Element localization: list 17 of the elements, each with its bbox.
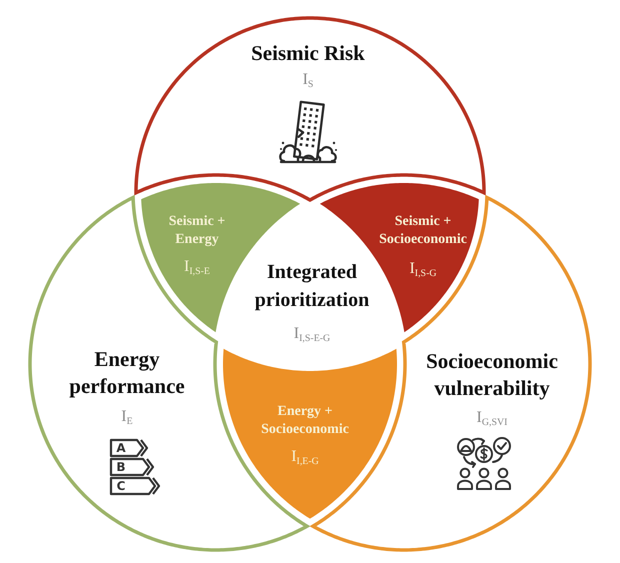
center-title: Integrated prioritization	[254, 260, 370, 313]
circle-title: Energy performance	[68, 346, 186, 400]
index-symbol: I$_{E}$	[120, 407, 134, 427]
index-symbol: I$_{I,S-E-G}$	[292, 324, 332, 344]
rating-letter: C	[116, 479, 126, 493]
overlap-title: Seismic + Energy	[168, 213, 226, 249]
circle-title: Seismic Risk	[250, 40, 366, 67]
index-symbol: I$_{I,E-G}$	[290, 447, 320, 467]
circle-title: Socioeconomic vulnerability	[425, 348, 559, 402]
index-symbol: I$_{G,SVI}$	[476, 408, 508, 428]
rating-letter: B	[116, 460, 126, 474]
index-symbol: I$_{I,S-G}$	[408, 259, 438, 279]
overlap-title: Energy + Socioeconomic	[260, 403, 350, 439]
overlap-title: Seismic + Socioeconomic	[378, 213, 468, 249]
rating-letter: A	[116, 441, 126, 455]
index-symbol: I$_{S}$	[302, 70, 314, 90]
index-symbol: I$_{I,S-E}$	[183, 257, 211, 277]
